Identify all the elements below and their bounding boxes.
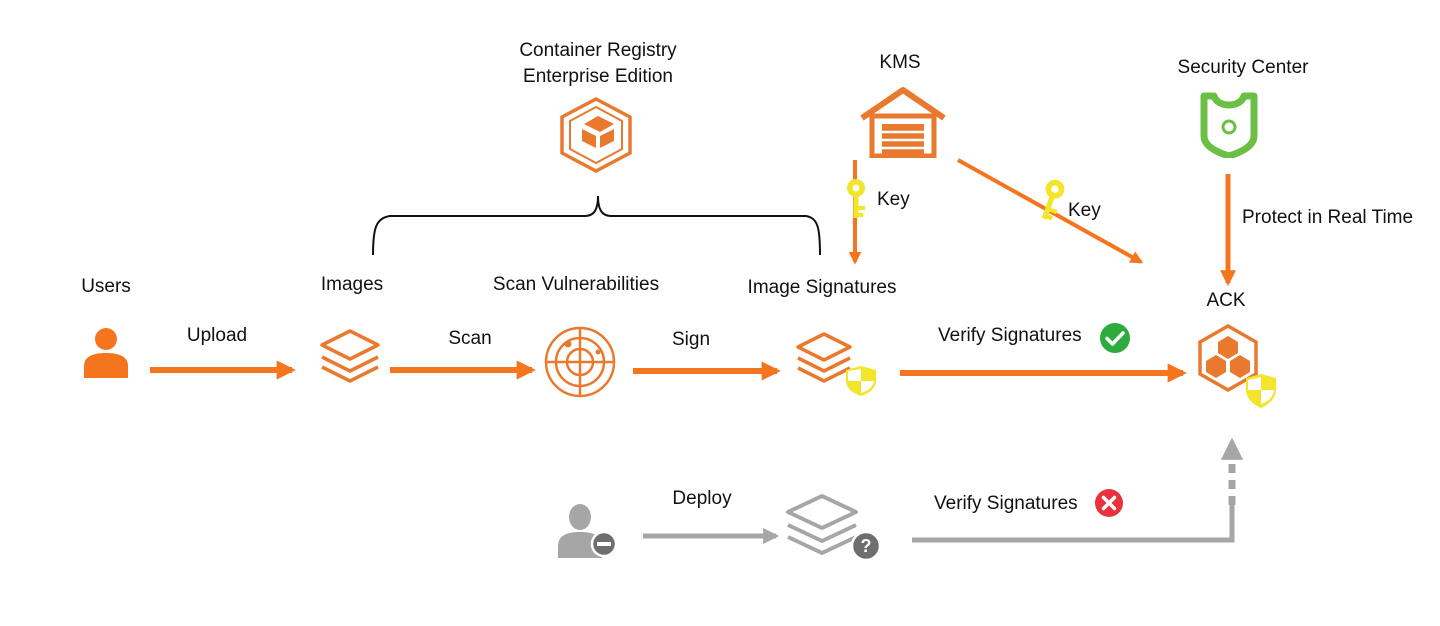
yellow-shield-icon <box>846 366 876 396</box>
key-icon <box>1041 179 1065 221</box>
registry-label-line2: Enterprise Edition <box>523 66 673 87</box>
security-center-label: Security Center <box>1177 57 1309 78</box>
key-left-label: Key <box>877 189 910 210</box>
layers-icon <box>320 329 380 383</box>
verify-fail-line <box>912 505 1235 543</box>
scan-vulnerabilities-label: Scan Vulnerabilities <box>492 274 660 295</box>
verify-fail-label: Verify Signatures <box>934 493 1078 514</box>
scan-label: Scan <box>448 328 492 349</box>
unverified-image-icon: ? <box>786 494 882 562</box>
kms-label: KMS <box>879 52 921 73</box>
radar-icon <box>544 326 616 398</box>
users-label: Users <box>81 276 131 297</box>
cross-circle-icon <box>1095 489 1123 517</box>
deploy-label: Deploy <box>672 488 732 509</box>
shield-icon <box>1200 92 1258 158</box>
images-label: Images <box>320 274 384 295</box>
registry-hexagon-icon <box>560 97 632 173</box>
signed-image-icon <box>796 332 876 396</box>
key-icon <box>847 179 865 218</box>
unknown-user-icon <box>558 504 618 558</box>
image-signatures-label: Image Signatures <box>747 277 897 298</box>
ack-label: ACK <box>1206 290 1246 311</box>
sign-label: Sign <box>671 329 711 350</box>
upload-label: Upload <box>186 325 248 346</box>
verify-ok-label: Verify Signatures <box>938 325 1082 346</box>
check-circle-icon <box>1100 323 1130 353</box>
kms-garage-icon <box>860 87 946 158</box>
yellow-shield-icon <box>1246 374 1276 408</box>
key-right-label: Key <box>1068 200 1101 221</box>
svg-text:?: ? <box>861 536 872 556</box>
protect-label: Protect in Real Time <box>1242 207 1414 228</box>
registry-label-line1: Container Registry <box>519 40 677 61</box>
ack-cluster-icon <box>1198 323 1276 408</box>
registry-brace <box>372 195 821 256</box>
user-icon <box>84 328 128 378</box>
